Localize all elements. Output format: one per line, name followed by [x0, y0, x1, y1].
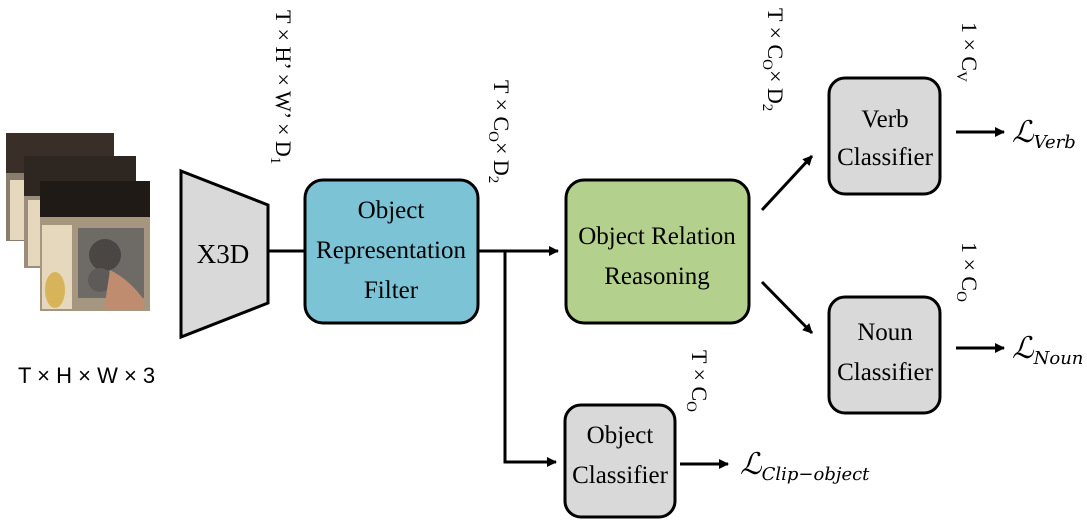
- svg-text:ℒClip−object: ℒClip−object: [740, 447, 870, 485]
- loss-noun-subscript: Noun: [1033, 348, 1084, 369]
- orr-label-line2: Reasoning: [604, 263, 710, 290]
- verb-classifier: Verb Classifier: [827, 76, 942, 196]
- dim-orr-out-sub: O: [759, 59, 775, 70]
- orf-label-line1: Object: [358, 197, 425, 224]
- connector-branch-objcls: [503, 251, 557, 467]
- dim-orf-out: T × CO× D2: [485, 80, 514, 183]
- video-frame-front: [40, 181, 150, 311]
- orr-label-line1: Object Relation: [578, 223, 736, 250]
- connector-orr-noun: [760, 280, 814, 335]
- noun-classifier: Noun Classifier: [827, 295, 942, 415]
- verb-label-line2: Classifier: [837, 144, 933, 171]
- dim-orr-out-main: T × C: [763, 8, 788, 59]
- dim-x3d-out-main: T × H’ × W’ × D: [271, 10, 296, 157]
- dim-orf-out-main: T × C: [489, 80, 514, 131]
- object-representation-filter: Object Representation Filter: [303, 178, 480, 325]
- dim-orr-out: T × CO× D2: [759, 8, 788, 111]
- dim-verb-out-sub: V: [953, 71, 969, 82]
- connector-orr-verb: [760, 154, 814, 212]
- dim-objcls-out-main: T × C: [687, 350, 712, 401]
- loss-verb: ℒVerb: [1012, 115, 1076, 153]
- loss-clip-subscript: Clip−object: [762, 464, 871, 485]
- loss-verb-symbol: ℒ: [1012, 115, 1035, 150]
- loss-clip-symbol: ℒ: [740, 447, 763, 482]
- dim-verb-out: 1 × CV: [953, 22, 982, 82]
- loss-clip-object: ℒClip−object: [740, 447, 870, 485]
- dim-orf-out-tail: × D: [489, 142, 514, 176]
- dim-objcls-out-sub: O: [683, 401, 699, 412]
- objcls-label-line2: Classifier: [572, 462, 668, 489]
- orf-label-line3: Filter: [364, 277, 419, 304]
- loss-noun-symbol: ℒ: [1012, 331, 1035, 366]
- dim-orf-out-sub: O: [485, 131, 501, 142]
- dim-objcls-out: T × CO: [683, 350, 712, 412]
- input-video-frames: [6, 133, 150, 311]
- noun-label-line2: Classifier: [837, 359, 933, 386]
- dim-verb-out-main: 1 × C: [957, 22, 982, 71]
- dim-orf-out-sub2: 2: [485, 176, 501, 184]
- noun-label-line1: Noun: [857, 319, 913, 346]
- loss-noun: ℒNoun: [1012, 331, 1083, 369]
- object-classifier: Object Classifier: [563, 403, 677, 519]
- object-relation-reasoning: Object Relation Reasoning: [564, 178, 751, 325]
- dim-x3d-out: T × H’ × W’ × D1: [267, 10, 296, 164]
- objcls-label-line1: Object: [587, 422, 654, 449]
- dim-noun-out-sub: O: [953, 291, 969, 302]
- dim-x3d-out-sub: 1: [267, 157, 283, 165]
- dim-orr-out-sub2: 2: [759, 104, 775, 112]
- loss-verb-subscript: Verb: [1034, 132, 1076, 153]
- verb-label-line1: Verb: [861, 106, 908, 133]
- orf-label-line2: Representation: [316, 237, 466, 264]
- dim-noun-out-main: 1 × C: [957, 242, 982, 291]
- x3d-label: X3D: [197, 239, 250, 269]
- dim-orr-out-tail: × D: [763, 70, 788, 104]
- dim-input: T × H × W × 3: [18, 363, 155, 388]
- svg-text:ℒNoun: ℒNoun: [1012, 331, 1083, 369]
- dim-noun-out: 1 × CO: [953, 242, 982, 302]
- x3d-backbone: X3D: [179, 168, 270, 340]
- svg-text:ℒVerb: ℒVerb: [1012, 115, 1076, 153]
